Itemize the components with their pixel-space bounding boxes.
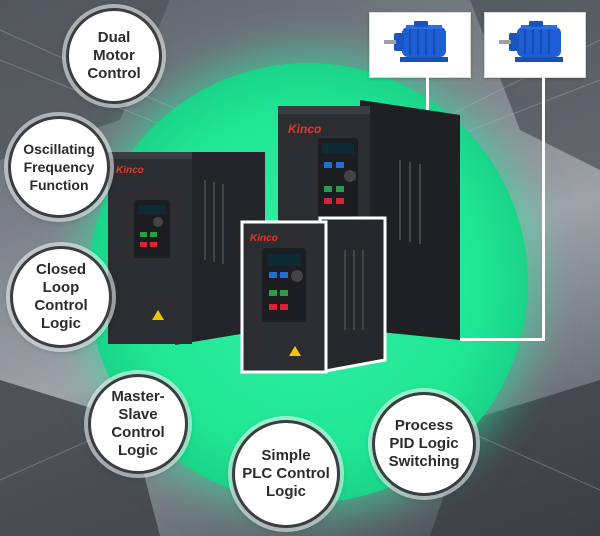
feature-label: Dual Motor Control: [87, 29, 141, 82]
feature-master-slave: Master- Slave Control Logic: [88, 374, 188, 474]
feature-oscillating-frequency: Oscillating Frequency Function: [8, 116, 110, 218]
feature-dual-motor: Dual Motor Control: [66, 8, 162, 104]
feature-label: Master- Slave Control Logic: [111, 388, 165, 459]
feature-label: Oscillating Frequency Function: [23, 141, 95, 193]
feature-simple-plc: Simple PLC Control Logic: [232, 420, 340, 528]
feature-process-pid: Process PID Logic Switching: [372, 392, 476, 496]
feature-closed-loop: Closed Loop Control Logic: [10, 246, 112, 348]
feature-label: Simple PLC Control Logic: [242, 447, 330, 500]
drive-front: [240, 216, 387, 374]
motor-icon: [384, 21, 448, 62]
warning-icon: [152, 310, 301, 356]
wire-motor2-h: [460, 338, 545, 341]
brand-logo-large: Kinco: [288, 122, 322, 136]
feature-label: Closed Loop Control Logic: [34, 261, 88, 332]
brand-logo-front: Kinco: [250, 233, 278, 244]
motor-box-2: [484, 12, 586, 78]
wire-motor2: [542, 76, 545, 340]
feature-label: Process PID Logic Switching: [388, 417, 460, 470]
motor-icon: [499, 21, 563, 62]
brand-logo-left: Kinco: [116, 165, 144, 176]
motor-box-1: [369, 12, 471, 78]
